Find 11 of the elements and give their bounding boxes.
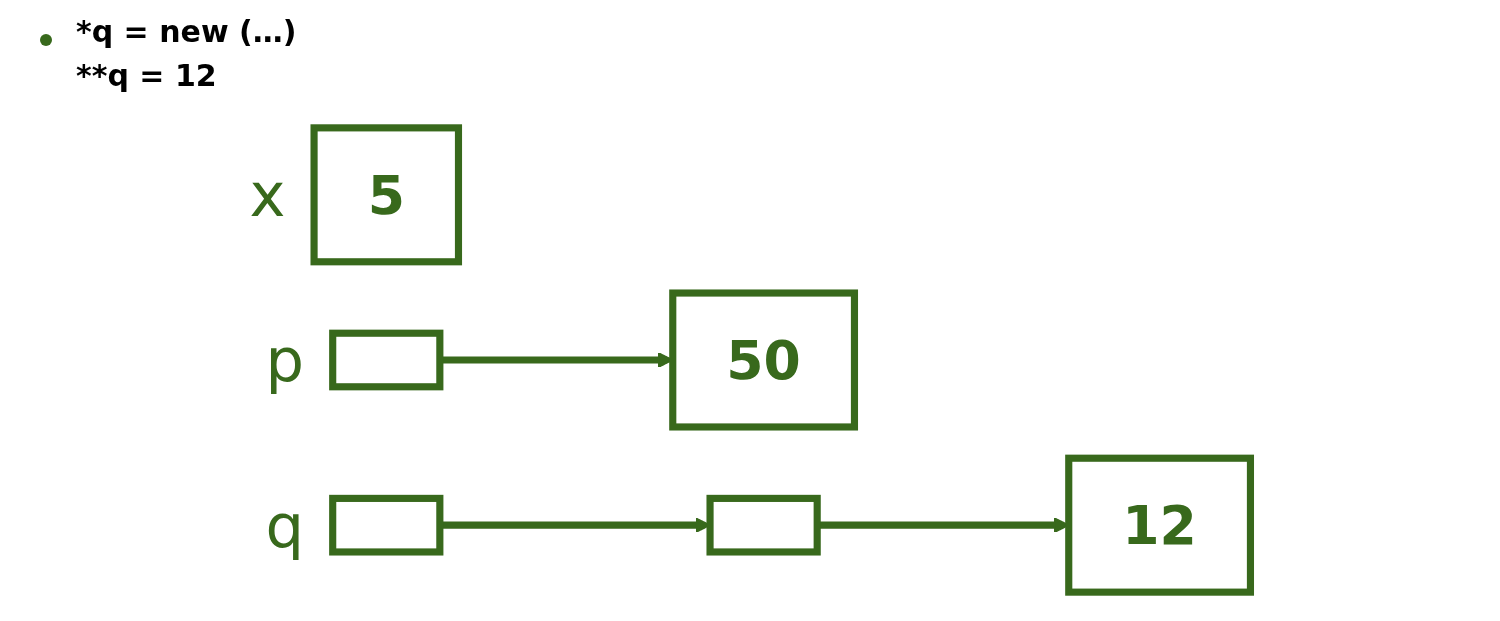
code-line: *q = new (…) (76, 13, 297, 51)
node-box (329, 494, 444, 556)
variable-name: q (265, 490, 305, 561)
variable-name: x (249, 160, 286, 231)
node-box (706, 494, 821, 556)
node-box: 50 (669, 289, 859, 431)
node-box: 12 (1065, 454, 1254, 596)
code-line: **q = 12 (76, 57, 218, 95)
node-box: 5 (310, 124, 463, 266)
variable-name: p (265, 325, 305, 396)
node-box (329, 329, 444, 391)
